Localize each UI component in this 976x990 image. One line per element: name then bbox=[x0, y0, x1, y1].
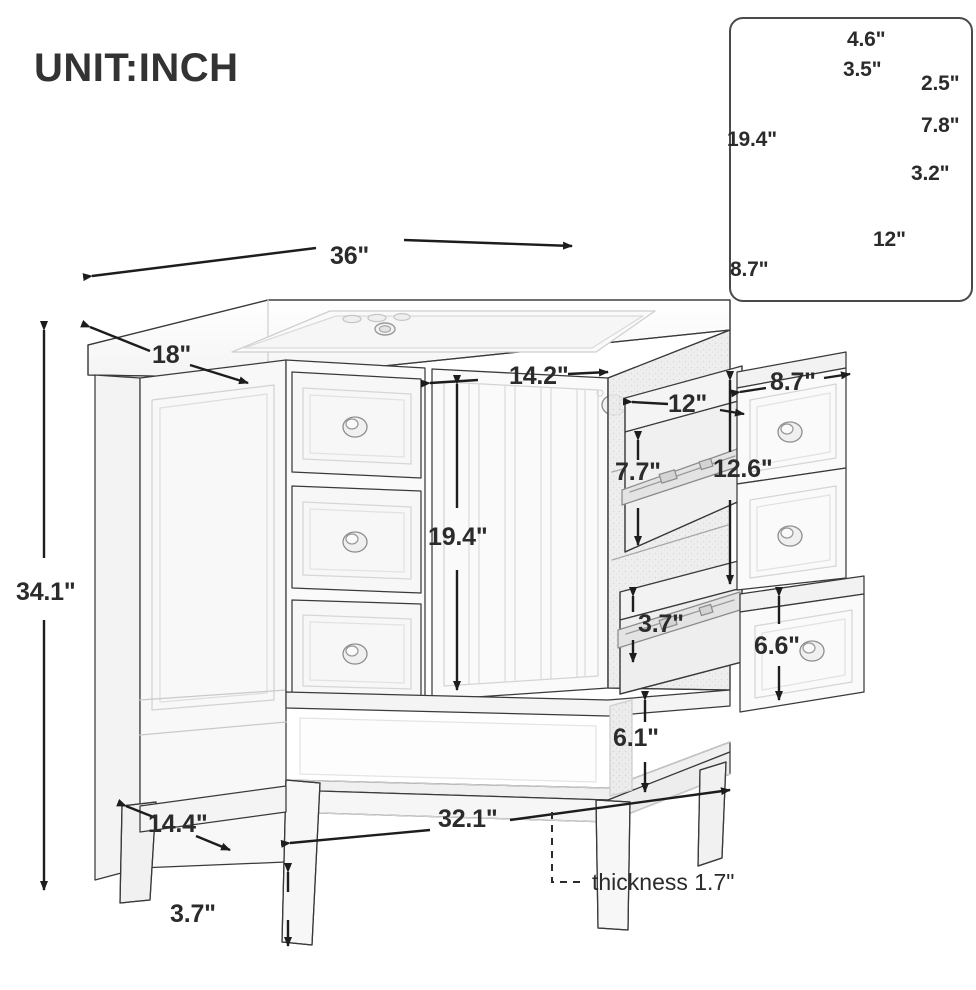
dim-inset-drawer-depth: 12" bbox=[873, 228, 906, 251]
inset-detail-border bbox=[729, 17, 973, 302]
open-bottom-shelf bbox=[285, 689, 731, 823]
right-drawer-front-bottom bbox=[739, 575, 865, 713]
dim-inset-middle-drawer-height: 7.8" bbox=[921, 114, 960, 137]
open-upper-drawer-box bbox=[621, 365, 743, 553]
right-drawer-front-lower-stack bbox=[736, 467, 847, 591]
note-panel-thickness: thickness 1.7" bbox=[592, 869, 735, 895]
dim-drawer-depth: 12" bbox=[668, 390, 708, 418]
dim-door-height: 19.4" bbox=[428, 523, 488, 551]
dim-right-drawer-stack-height: 12.6" bbox=[713, 455, 773, 483]
dimension-lines bbox=[40, 238, 851, 947]
left-drawer-knobs bbox=[342, 416, 368, 665]
dim-inset-bottom-drawer-height: 3.2" bbox=[911, 162, 950, 185]
dim-inset-compartment-width: 3.5" bbox=[843, 58, 882, 81]
dim-shelf-width: 32.1" bbox=[438, 805, 498, 833]
right-drawer-front-upper bbox=[736, 351, 847, 485]
dim-inset-stack-height: 19.4" bbox=[727, 128, 777, 151]
dim-leg-height: 3.7" bbox=[170, 900, 216, 928]
dim-right-drawer-width: 8.7" bbox=[770, 368, 816, 396]
page-title: UNIT:INCH bbox=[34, 46, 239, 90]
dim-shelf-depth: 14.4" bbox=[148, 810, 208, 838]
dim-lower-drawer-height: 6.6" bbox=[754, 632, 800, 660]
dim-inset-drawer-width: 8.7" bbox=[730, 258, 769, 281]
dim-overall-width: 36" bbox=[330, 242, 370, 270]
dim-inner-compartment-height: 7.7" bbox=[615, 458, 661, 486]
dim-inset-top-drawer-height: 2.5" bbox=[921, 72, 960, 95]
dim-door-width: 14.2" bbox=[509, 362, 569, 390]
dim-overall-height: 34.1" bbox=[16, 578, 76, 606]
cabinet-legs bbox=[119, 761, 727, 946]
dim-inset-divider-width: 4.6" bbox=[847, 28, 886, 51]
dim-overall-depth: 18" bbox=[152, 341, 192, 369]
thickness-leader bbox=[551, 812, 586, 883]
cabinet-left-side-panel bbox=[94, 359, 287, 881]
dim-lower-drawer-clearance: 3.7" bbox=[638, 610, 684, 638]
dim-shelf-clearance: 6.1" bbox=[613, 724, 659, 752]
countertop-with-sink bbox=[87, 299, 731, 379]
